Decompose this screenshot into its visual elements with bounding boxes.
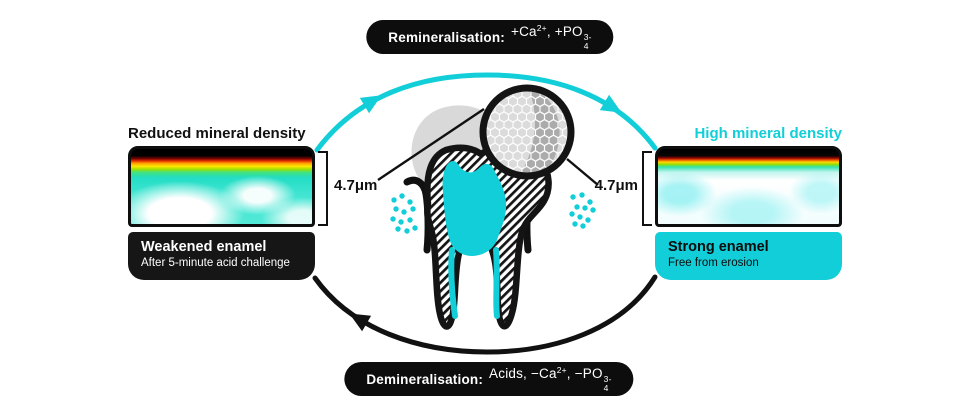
lens-pointer-line-left (377, 108, 485, 181)
demineralisation-label: Demineralisation: (366, 371, 484, 387)
weakened-enamel-subtitle: After 5-minute acid challenge (141, 257, 290, 270)
weakened-enamel-scan-image (128, 146, 315, 227)
right-measure-bracket (642, 151, 652, 226)
left-measure-bracket (318, 151, 328, 226)
po4-ion-stack: 3-4 (583, 32, 592, 51)
right-heading: High mineral density (694, 125, 842, 142)
left-measurement: 4.7μm (334, 177, 378, 194)
strong-enamel-subtitle: Free from erosion (668, 257, 759, 270)
weakened-enamel-title: Weakened enamel (141, 239, 267, 255)
remineralisation-arrow-arc (314, 72, 658, 153)
remineralisation-label: Remineralisation: (388, 29, 505, 45)
magnifier-lens-icon (479, 84, 575, 180)
lens-pointer-line-right (566, 158, 599, 186)
po4-ion-stack: 3-4 (603, 374, 612, 393)
strong-enamel-title: Strong enamel (668, 239, 769, 255)
strong-enamel-scan-image (655, 146, 842, 227)
tooth-dentine (442, 161, 507, 319)
arrow-head-icon (349, 313, 372, 332)
left-heading: Reduced mineral density (128, 125, 306, 142)
mineral-dots-right (569, 192, 596, 229)
lens-hex-pattern (485, 90, 569, 174)
demineralisation-arrow-arc (312, 274, 658, 355)
strong-enamel-box: Strong enamel Free from erosion (655, 232, 842, 280)
arrow-head-icon (599, 94, 622, 113)
mineral-dots-left (390, 193, 418, 234)
right-measurement: 4.7μm (594, 177, 638, 194)
arrow-head-icon (359, 95, 382, 114)
weakened-enamel-box: Weakened enamel After 5-minute acid chal… (128, 232, 315, 280)
